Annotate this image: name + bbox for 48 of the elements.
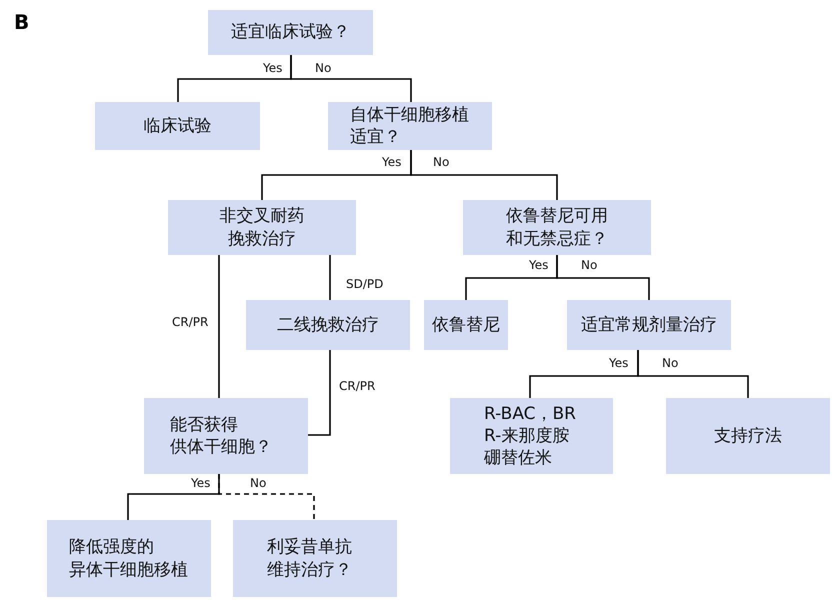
box-text: 适宜常规剂量治疗 <box>581 314 717 336</box>
process-box <box>168 200 356 255</box>
process-box <box>328 102 492 150</box>
edge-label: No <box>249 476 268 490</box>
box-text: 支持疗法 <box>714 424 782 448</box>
box-text: 临床试验 <box>144 114 212 138</box>
box-text: 适宜临床试验？ <box>231 21 350 44</box>
process-box <box>567 300 731 350</box>
connector <box>218 255 220 398</box>
process-box <box>666 398 830 474</box>
box-text: 降低强度的异体干细胞移植 <box>69 536 188 581</box>
panel-letter: B <box>14 10 30 34</box>
connector <box>410 150 558 200</box>
connector <box>308 350 331 436</box>
connector <box>556 255 650 300</box>
connector <box>329 255 331 300</box>
edge-label: No <box>432 155 450 170</box>
box-text: 二线挽救治疗 <box>277 314 379 336</box>
edge-label: Yes <box>608 356 630 370</box>
edge-label: No <box>580 258 598 272</box>
box-text: 非交叉耐药挽救治疗 <box>220 205 304 250</box>
edge-label: No <box>314 61 332 76</box>
connector <box>290 55 412 102</box>
edge-label: Yes <box>190 476 212 490</box>
dashed-connector <box>218 474 315 520</box>
edge-label: Yes <box>262 61 284 76</box>
box-text: 依鲁替尼可用和无禁忌症？ <box>506 205 608 250</box>
process-box <box>95 102 260 150</box>
process-box <box>424 300 508 350</box>
box-text: 能否获得供体干细胞？ <box>170 414 272 458</box>
box-text: 自体干细胞移植适宜？ <box>350 104 469 148</box>
process-box <box>233 520 397 597</box>
process-box <box>450 398 613 474</box>
process-box <box>47 520 211 597</box>
box-text: R-BAC，BR R-来那度胺硼替佐米 <box>484 402 576 470</box>
connector <box>637 350 749 398</box>
box-text: 依鲁替尼 <box>432 314 500 336</box>
edge-label: CR/PR <box>171 315 210 330</box>
box-text: 利妥昔单抗维持治疗？ <box>267 536 352 581</box>
edge-label: CR/PR <box>338 379 376 394</box>
edge-label: Yes <box>528 258 550 272</box>
process-box <box>144 398 308 474</box>
process-box <box>463 200 651 255</box>
edge-label: SD/PD <box>345 277 384 292</box>
process-box <box>208 10 373 55</box>
edge-label: No <box>661 356 680 370</box>
process-box <box>246 300 410 350</box>
edge-label: Yes <box>381 155 402 170</box>
